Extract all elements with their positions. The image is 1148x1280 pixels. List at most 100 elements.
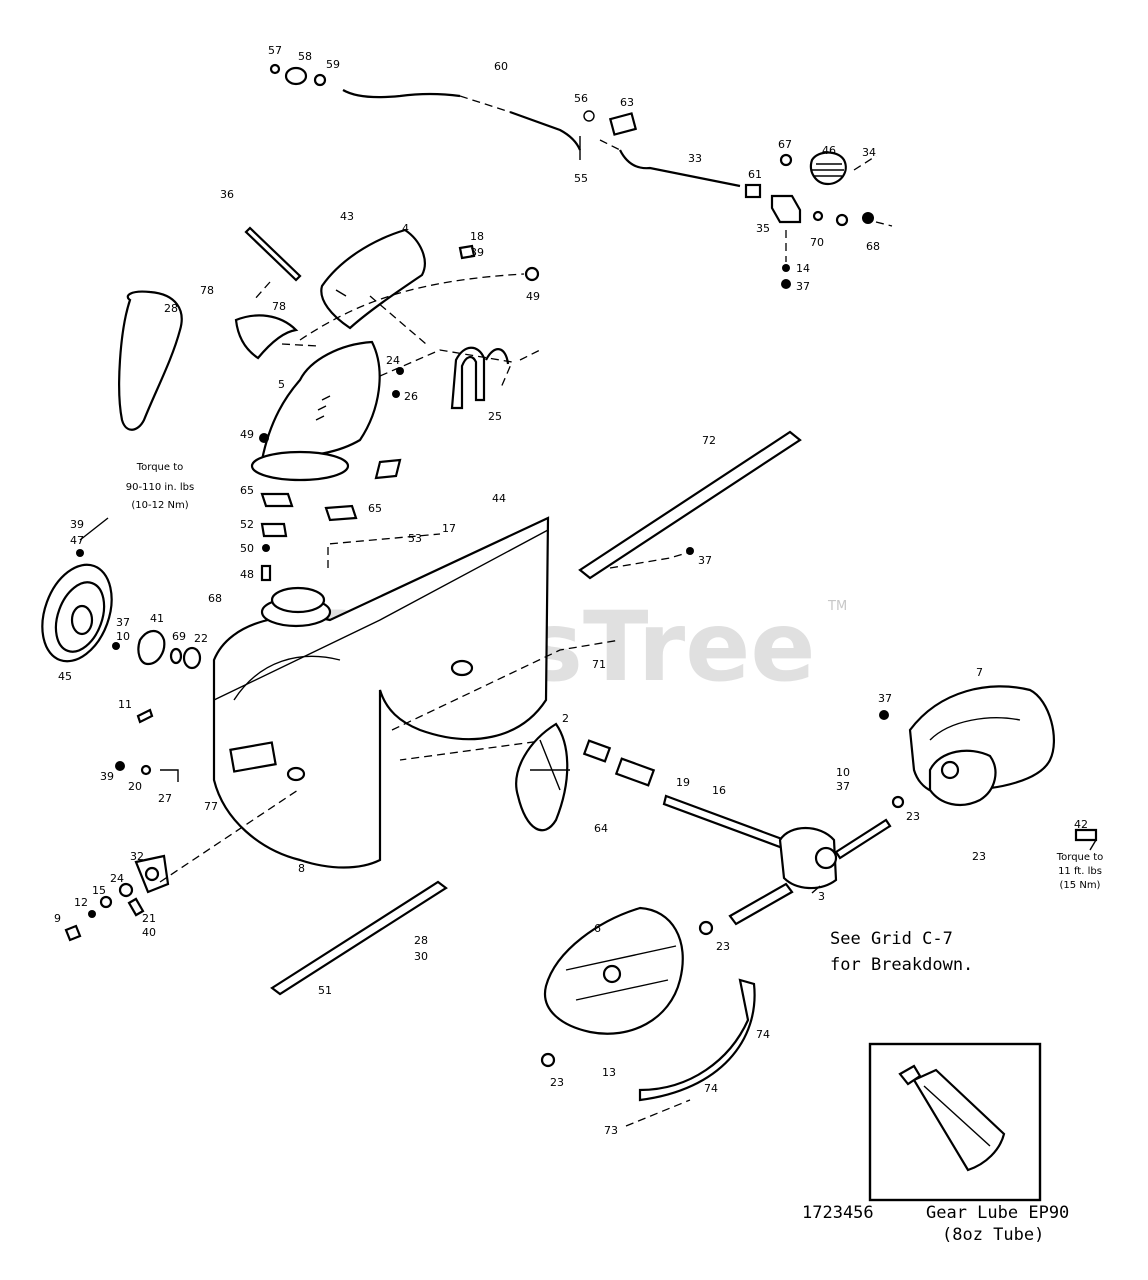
svg-text:for Breakdown.: for Breakdown. (830, 955, 973, 975)
torque-note-auger: Torque to 11 ft. lbs (15 Nm) (1056, 852, 1104, 891)
callout-78b: 78 (272, 300, 286, 313)
callout-12: 12 (74, 896, 88, 909)
callout-17: 17 (442, 522, 456, 535)
callout-69: 69 (172, 630, 186, 643)
callout-58: 58 (298, 50, 312, 63)
callout-7: 7 (976, 666, 983, 679)
callout-43: 43 (340, 210, 354, 223)
callout-64: 64 (594, 822, 608, 835)
callout-14: 14 (796, 262, 810, 275)
callout-23c: 23 (716, 940, 730, 953)
callout-18: 18 (470, 230, 484, 243)
callout-48: 48 (240, 568, 254, 581)
callout-45: 45 (58, 670, 72, 683)
callout-63: 63 (620, 96, 634, 109)
callout-68a: 68 (866, 240, 880, 253)
svg-text:Torque to: Torque to (1056, 852, 1104, 863)
callout-77: 77 (204, 800, 218, 813)
callout-53: 53 (408, 532, 422, 545)
callouts: 57 58 59 60 56 63 55 33 67 46 34 61 35 7… (54, 44, 1088, 1137)
callout-57: 57 (268, 44, 282, 57)
callout-16: 16 (712, 784, 726, 797)
callout-25: 25 (488, 410, 502, 423)
callout-73: 73 (604, 1124, 618, 1137)
callout-21: 21 (142, 912, 156, 925)
callout-74b: 74 (704, 1082, 718, 1095)
callout-46: 46 (822, 144, 836, 157)
callout-51: 51 (318, 984, 332, 997)
impeller (515, 722, 792, 852)
svg-text:(15 Nm): (15 Nm) (1060, 880, 1101, 891)
callout-36: 36 (220, 188, 234, 201)
leader-lines (79, 517, 1097, 894)
callout-68b: 68 (208, 592, 222, 605)
callout-24b: 24 (110, 872, 124, 885)
callout-44: 44 (492, 492, 506, 505)
callout-72: 72 (702, 434, 716, 447)
callout-65b: 65 (368, 502, 382, 515)
callout-15: 15 (92, 884, 106, 897)
callout-22: 22 (194, 632, 208, 645)
auger-right (879, 685, 1098, 842)
callout-39c: 39 (100, 770, 114, 783)
callout-39b: 39 (70, 518, 84, 531)
callout-47: 47 (70, 534, 84, 547)
gearbox (728, 818, 892, 926)
callout-39a: 39 (470, 246, 484, 259)
callout-5: 5 (278, 378, 285, 391)
callout-59: 59 (326, 58, 340, 71)
callout-37b: 37 (698, 554, 712, 567)
callout-71: 71 (592, 658, 606, 671)
callout-49b: 49 (240, 428, 254, 441)
lube-tube-icon (898, 1064, 1006, 1172)
callout-11: 11 (118, 698, 132, 711)
callout-34: 34 (862, 146, 876, 159)
flange-plate (64, 789, 299, 942)
callout-3: 3 (818, 890, 825, 903)
callout-52: 52 (240, 518, 254, 531)
torque-note-pulley: Torque to 90-110 in. lbs (10-12 Nm) (126, 462, 194, 511)
callout-10b: 10 (836, 766, 850, 779)
callout-28: 28 (164, 302, 178, 315)
callout-23a: 23 (906, 810, 920, 823)
watermark-tm: TM (827, 599, 847, 614)
callout-6: 6 (594, 922, 601, 935)
callout-8: 8 (298, 862, 305, 875)
callout-74a: 74 (756, 1028, 770, 1041)
svg-text:11 ft. lbs: 11 ft. lbs (1058, 866, 1102, 877)
bolt-73 (625, 1099, 691, 1127)
svg-text:90-110 in. lbs: 90-110 in. lbs (126, 482, 194, 493)
callout-37e: 37 (836, 780, 850, 793)
callout-35: 35 (756, 222, 770, 235)
shave-plate (578, 430, 802, 580)
callout-37c: 37 (116, 616, 130, 629)
scraper-bar (270, 880, 448, 996)
callout-27: 27 (158, 792, 172, 805)
callout-20: 20 (128, 780, 142, 793)
callout-41: 41 (150, 612, 164, 625)
callout-42: 42 (1074, 818, 1088, 831)
callout-30: 30 (414, 950, 428, 963)
callout-55: 55 (574, 172, 588, 185)
callout-33: 33 (688, 152, 702, 165)
auger-blade (638, 978, 756, 1102)
chute-crank-rod (269, 63, 893, 289)
callout-23b: 23 (972, 850, 986, 863)
callout-28b: 28 (414, 934, 428, 947)
callout-70: 70 (810, 236, 824, 249)
callout-23d: 23 (550, 1076, 564, 1089)
svg-text:Torque to: Torque to (136, 462, 184, 473)
callout-2: 2 (562, 712, 569, 725)
callout-13: 13 (602, 1066, 616, 1079)
callout-60: 60 (494, 60, 508, 73)
callout-61: 61 (748, 168, 762, 181)
belt (118, 290, 183, 431)
callout-32: 32 (130, 850, 144, 863)
callout-24: 24 (386, 354, 400, 367)
callout-10a: 10 (116, 630, 130, 643)
inset-desc-1: Gear Lube EP90 (926, 1203, 1069, 1223)
callout-40: 40 (142, 926, 156, 939)
callout-37a: 37 (796, 280, 810, 293)
callout-4: 4 (402, 222, 409, 235)
